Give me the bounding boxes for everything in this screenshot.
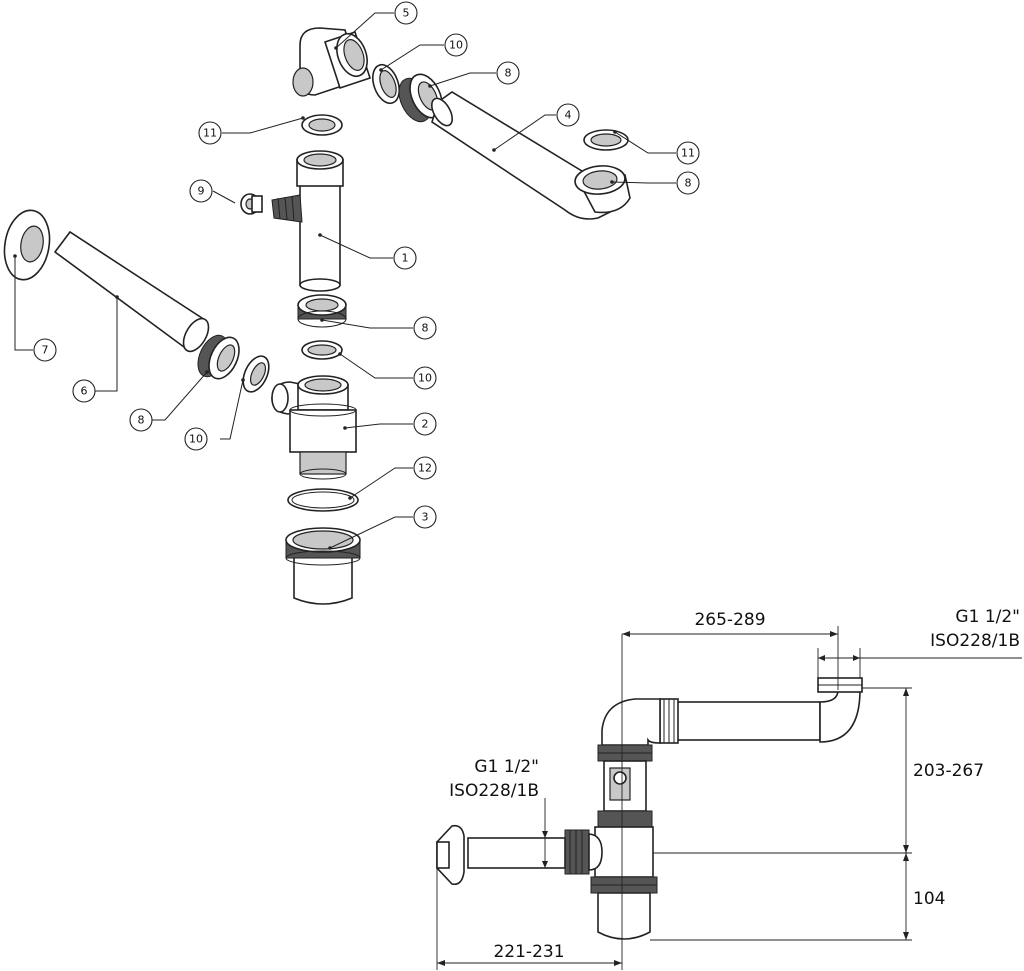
svg-text:2: 2 [422,418,429,431]
svg-text:8: 8 [422,322,429,335]
bottom-width-label: 221-231 [493,942,564,962]
callout-8: 8 [496,61,520,85]
svg-text:7: 7 [42,344,49,357]
callout-1: 1 [393,246,417,270]
part-10-ring-left [242,355,270,393]
top-thread-label-line1: G1 1/2" [955,607,1020,627]
part-1-vertical-tube [271,150,344,292]
callout-10: 10 [184,427,208,451]
callout-8: 8 [676,171,700,195]
callout-11: 11 [676,141,700,165]
svg-text:8: 8 [505,67,512,80]
svg-text:11: 11 [681,147,695,160]
dimension-lines [436,626,1022,970]
svg-text:3: 3 [422,511,429,524]
part-10-ring-middle [301,340,343,360]
svg-text:5: 5 [403,7,410,20]
callout-2: 2 [413,412,437,436]
part-11-washer-right [583,129,629,151]
side-thread-label-line1: G1 1/2" [474,757,539,777]
top-thread-label-line2: ISO228/1B [930,631,1020,651]
svg-text:10: 10 [189,433,203,446]
part-4-tube [430,91,631,220]
part-8-nut-middle [297,294,347,328]
svg-text:4: 4 [565,109,572,122]
svg-text:9: 9 [198,185,205,198]
callout-5: 5 [394,1,418,25]
part-2-trap-body [271,375,357,480]
part-9-plug [240,193,263,215]
right-height-label: 203-267 [913,761,984,781]
svg-text:8: 8 [138,414,145,427]
callout-11: 11 [198,121,222,145]
bottom-height-label: 104 [913,889,945,909]
part-10-ring-top [372,63,400,105]
svg-text:1: 1 [402,252,409,265]
callout-3: 3 [413,505,437,529]
callout-12: 12 [413,456,437,480]
callout-7: 7 [33,338,57,362]
assembled-siphon [436,677,863,940]
exploded-view: 5 10 8 4 11 8 11 9 1 7 6 8 10 8 10 2 12 … [3,1,700,605]
callout-10: 10 [444,33,468,57]
side-thread-label-line2: ISO228/1B [449,781,539,801]
callout-9: 9 [189,179,213,203]
callout-10: 10 [413,366,437,390]
callout-8: 8 [413,316,437,340]
dimension-drawing: 265-289 G1 1/2" ISO228/1B G1 1/2" ISO228… [436,607,1022,970]
svg-text:11: 11 [203,127,217,140]
callout-4: 4 [556,103,580,127]
top-width-label: 265-289 [694,610,765,630]
part-11-washer-left [301,114,343,136]
svg-text:12: 12 [418,462,432,475]
callouts: 5 10 8 4 11 8 11 9 1 7 6 8 10 8 10 2 12 … [33,1,700,529]
leader-lines [13,12,676,550]
part-8-nut-left [197,334,240,380]
callout-8: 8 [129,408,153,432]
part-5-elbow [292,27,372,97]
svg-text:8: 8 [685,177,692,190]
svg-text:6: 6 [81,385,88,398]
dimension-labels: 265-289 G1 1/2" ISO228/1B G1 1/2" ISO228… [449,607,1020,962]
svg-text:10: 10 [449,39,463,52]
part-12-oring [287,488,359,512]
part-6-pipe [53,230,210,353]
part-7-flange [3,209,51,281]
callout-6: 6 [72,379,96,403]
svg-text:10: 10 [418,372,432,385]
